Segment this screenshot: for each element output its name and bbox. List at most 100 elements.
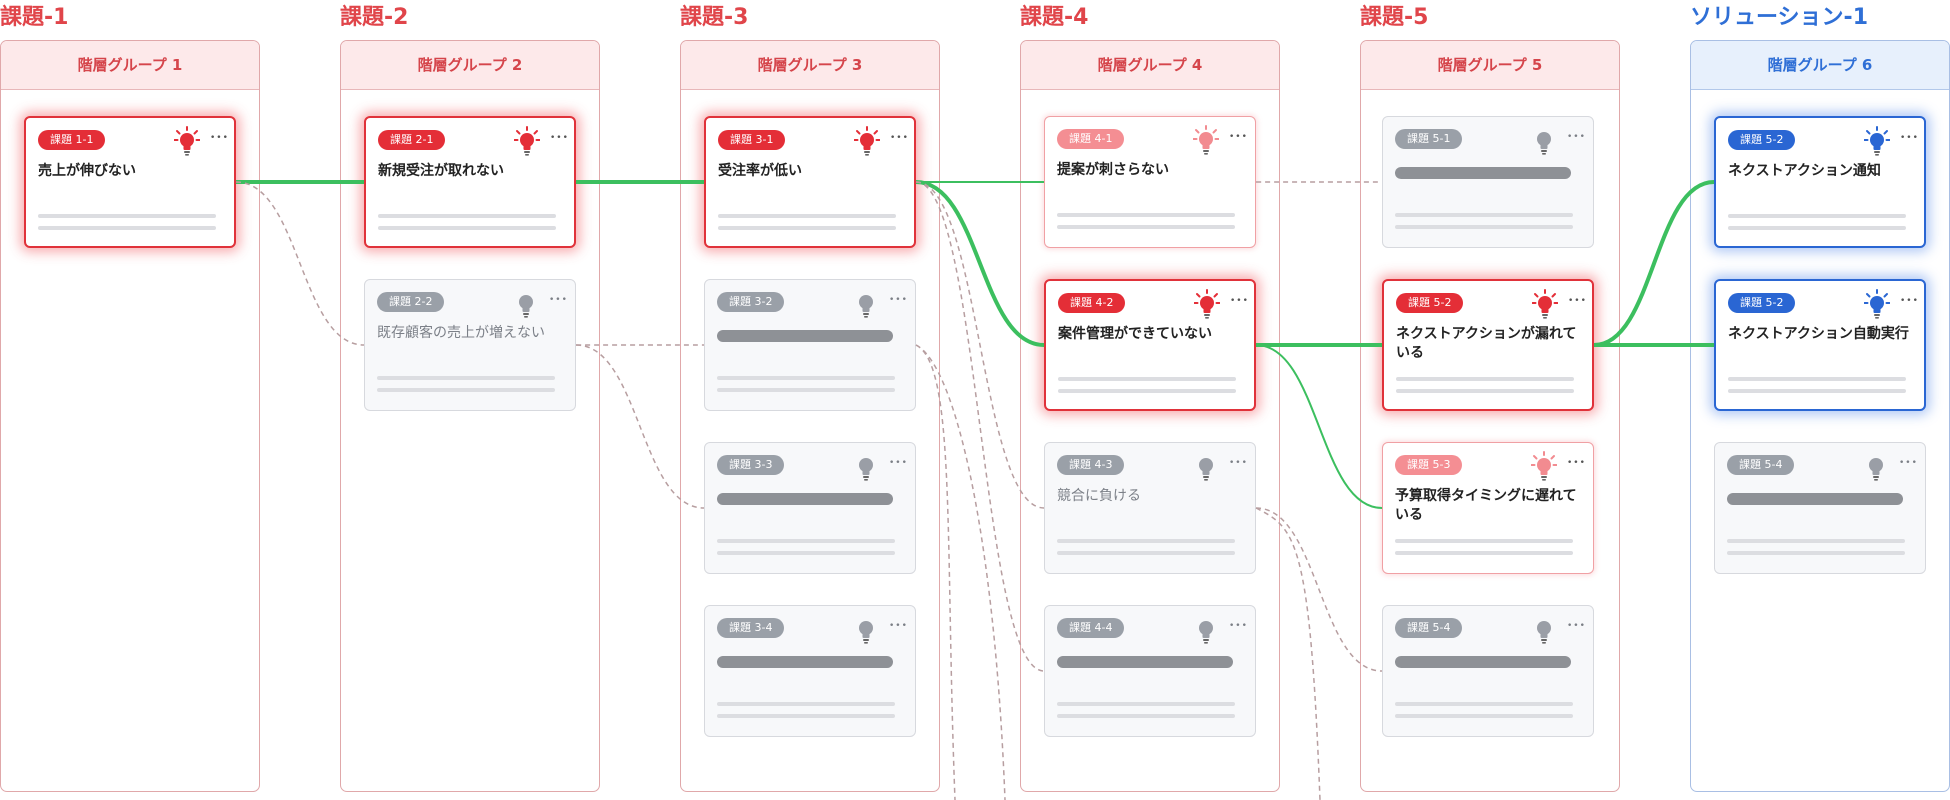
column-heading: 課題-1 xyxy=(0,5,69,30)
lightbulb-icon[interactable] xyxy=(1193,289,1221,319)
lightbulb-icon[interactable] xyxy=(1530,451,1558,481)
issue-badge: 課題 4-2 xyxy=(1058,293,1126,313)
more-dots-icon[interactable]: ••• xyxy=(889,458,908,468)
issue-card[interactable]: 課題 5-4••• xyxy=(1714,442,1926,574)
issue-badge: 課題 5-2 xyxy=(1396,293,1464,313)
description-placeholder xyxy=(1396,389,1574,393)
group-header[interactable]: 階層グループ 5 xyxy=(1361,41,1619,90)
lightbulb-icon[interactable] xyxy=(173,126,201,156)
more-dots-icon[interactable]: ••• xyxy=(1567,621,1586,631)
issue-card[interactable]: 課題 5-1 ••• xyxy=(1382,116,1594,248)
group-header[interactable]: 階層グループ 1 xyxy=(1,41,259,90)
issue-card[interactable]: 課題 2-1 ••• 新規受注が取れない xyxy=(364,116,576,248)
description-placeholder xyxy=(1728,389,1906,393)
description-placeholder xyxy=(717,539,895,543)
description-placeholder xyxy=(1057,225,1235,229)
lightbulb-icon[interactable] xyxy=(853,288,879,318)
more-dots-icon[interactable]: ••• xyxy=(1229,458,1248,468)
description-placeholder xyxy=(1057,213,1235,217)
more-dots-icon[interactable]: ••• xyxy=(1567,458,1586,468)
description-placeholder xyxy=(38,226,216,230)
issue-card[interactable]: 課題 4-2•••案件管理ができていない xyxy=(1044,279,1256,411)
more-dots-icon[interactable]: ••• xyxy=(890,133,909,143)
lightbulb-icon[interactable] xyxy=(1531,125,1557,155)
issue-card[interactable]: 課題 3-3 ••• xyxy=(704,442,916,574)
issue-card[interactable]: 課題 2-2•••既存顧客の売上が増えない xyxy=(364,279,576,411)
more-dots-icon[interactable]: ••• xyxy=(1567,132,1586,142)
lightbulb-icon[interactable] xyxy=(1192,125,1220,155)
lightbulb-icon[interactable] xyxy=(853,451,879,481)
description-placeholder xyxy=(1057,702,1235,706)
description-placeholder xyxy=(1395,225,1573,229)
issue-card[interactable]: 課題 4-4 ••• xyxy=(1044,605,1256,737)
description-placeholder xyxy=(1057,551,1235,555)
description-placeholder xyxy=(718,214,896,218)
more-dots-icon[interactable]: ••• xyxy=(889,621,908,631)
group-header[interactable]: 階層グループ 3 xyxy=(681,41,939,90)
issue-badge: 課題 4-1 xyxy=(1057,129,1125,149)
title-placeholder xyxy=(1057,656,1233,668)
issue-card[interactable]: 課題 3-1•••受注率が低い xyxy=(704,116,916,248)
more-dots-icon[interactable]: ••• xyxy=(1230,296,1249,306)
more-dots-icon[interactable]: ••• xyxy=(1229,621,1248,631)
description-placeholder xyxy=(378,226,556,230)
more-dots-icon[interactable]: ••• xyxy=(1229,132,1248,142)
issue-card[interactable]: 課題 3-2••• xyxy=(704,279,916,411)
issue-badge: 課題 5-1 xyxy=(1395,129,1463,149)
title-placeholder xyxy=(717,656,893,668)
issue-card[interactable]: 課題 4-3•••競合に負ける xyxy=(1044,442,1256,574)
issue-badge: 課題 3-3 xyxy=(717,455,785,475)
issue-badge: 課題 3-1 xyxy=(718,130,786,150)
group-header[interactable]: 階層グループ 4 xyxy=(1021,41,1279,90)
issue-badge: 課題 4-4 xyxy=(1057,618,1125,638)
title-placeholder xyxy=(1727,493,1903,505)
lightbulb-icon[interactable] xyxy=(513,288,539,318)
issue-title: 新規受注が取れない xyxy=(378,163,504,179)
lightbulb-icon[interactable] xyxy=(1193,451,1219,481)
more-dots-icon[interactable]: ••• xyxy=(1900,133,1919,143)
issue-card[interactable]: 課題 5-2•••ネクストアクション通知 xyxy=(1714,116,1926,248)
issue-badge: 課題 5-2 xyxy=(1728,293,1796,313)
issue-title: ネクストアクション通知 xyxy=(1728,163,1881,179)
lightbulb-icon[interactable] xyxy=(1531,614,1557,644)
more-dots-icon[interactable]: ••• xyxy=(1899,458,1918,468)
lightbulb-icon[interactable] xyxy=(1531,289,1559,319)
description-placeholder xyxy=(717,714,895,718)
title-placeholder xyxy=(1395,656,1571,668)
lightbulb-icon[interactable] xyxy=(853,614,879,644)
lightbulb-icon[interactable] xyxy=(1863,451,1889,481)
more-dots-icon[interactable]: ••• xyxy=(549,295,568,305)
column-heading: 課題-3 xyxy=(680,5,749,30)
group-header[interactable]: 階層グループ 6 xyxy=(1691,41,1949,90)
more-dots-icon[interactable]: ••• xyxy=(889,295,908,305)
lightbulb-icon[interactable] xyxy=(1863,289,1891,319)
issue-card[interactable]: 課題 5-2•••ネクストアクション自動実行 xyxy=(1714,279,1926,411)
issue-title: 予算取得タイミングに遅れている xyxy=(1395,488,1577,523)
group-header[interactable]: 階層グループ 2 xyxy=(341,41,599,90)
issue-title: ネクストアクションが漏れている xyxy=(1396,326,1577,361)
issue-card[interactable]: 課題 5-2 ••• ネクストアクションが漏れている xyxy=(1382,279,1594,411)
more-dots-icon[interactable]: ••• xyxy=(1900,296,1919,306)
description-placeholder xyxy=(717,376,895,380)
more-dots-icon[interactable]: ••• xyxy=(210,133,229,143)
lightbulb-icon[interactable] xyxy=(513,126,541,156)
issue-card[interactable]: 課題 1-1•••売上が伸びない xyxy=(24,116,236,248)
description-placeholder xyxy=(1057,539,1235,543)
more-dots-icon[interactable]: ••• xyxy=(550,133,569,143)
issue-card[interactable]: 課題 5-4••• xyxy=(1382,605,1594,737)
lightbulb-icon[interactable] xyxy=(853,126,881,156)
description-placeholder xyxy=(377,388,555,392)
description-placeholder xyxy=(1057,714,1235,718)
description-placeholder xyxy=(1396,377,1574,381)
more-dots-icon[interactable]: ••• xyxy=(1568,296,1587,306)
description-placeholder xyxy=(1395,539,1573,543)
issue-title: 売上が伸びない xyxy=(38,163,136,179)
issue-badge: 課題 2-1 xyxy=(378,130,446,150)
issue-card[interactable]: 課題 3-4••• xyxy=(704,605,916,737)
lightbulb-icon[interactable] xyxy=(1863,126,1891,156)
column-heading: ソリューション-1 xyxy=(1690,5,1868,30)
description-placeholder xyxy=(1728,226,1906,230)
issue-card[interactable]: 課題 4-1•••提案が刺さらない xyxy=(1044,116,1256,248)
lightbulb-icon[interactable] xyxy=(1193,614,1219,644)
issue-card[interactable]: 課題 5-3•••予算取得タイミングに遅れている xyxy=(1382,442,1594,574)
